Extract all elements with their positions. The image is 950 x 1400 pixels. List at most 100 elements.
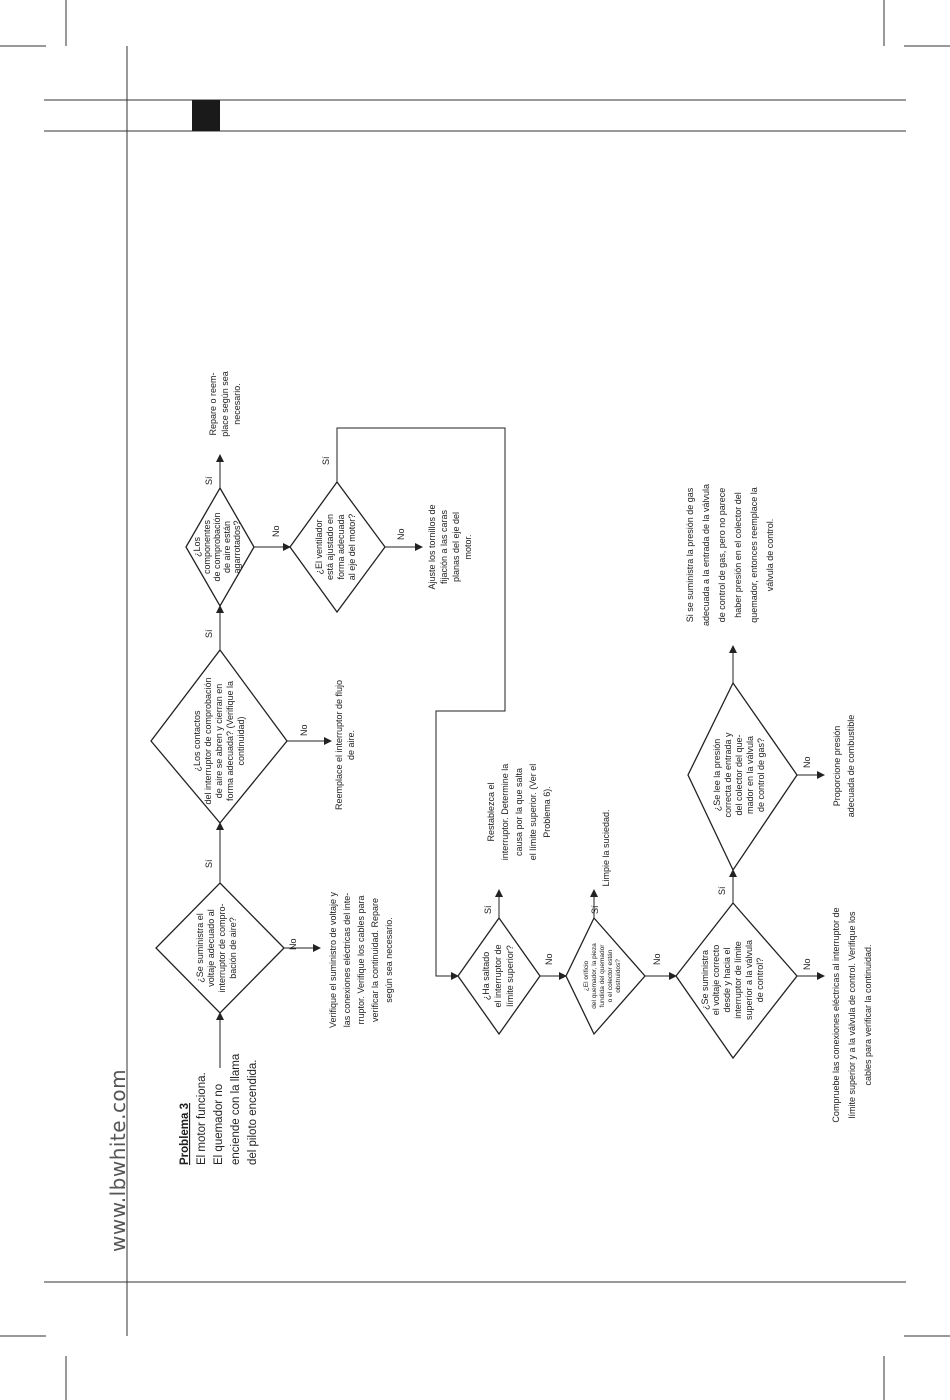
label-no: No bbox=[288, 938, 298, 950]
result-replace-valve-text: Si se suministra la presión de gas adecu… bbox=[685, 484, 775, 626]
node-line: Restablezca el bbox=[486, 782, 496, 841]
node-line: está ajustado en bbox=[325, 514, 335, 580]
node-line: fundida del quemador bbox=[599, 944, 606, 1008]
problem-line: El motor funciona. bbox=[196, 1072, 208, 1165]
decision-q2 bbox=[150, 648, 288, 825]
node-line: Ajuste los tornillos de bbox=[427, 504, 437, 589]
q5-text: ¿Ha saltado el interruptor de límite sup… bbox=[481, 944, 515, 1007]
problem-line: El quemador no bbox=[213, 1084, 225, 1165]
node-line: forma adecuada bbox=[336, 514, 346, 579]
node-line: voltaje adecuado al bbox=[206, 909, 216, 987]
label-no: No bbox=[271, 525, 281, 537]
label-no: No bbox=[802, 756, 812, 768]
node-line: cables para verificar la continuidad. bbox=[863, 944, 873, 1085]
node-line: ¿Se lee la presión bbox=[712, 739, 722, 812]
label-no: No bbox=[299, 724, 309, 736]
label-no: No bbox=[544, 953, 554, 965]
node-line: adecuada de combustible bbox=[846, 715, 856, 818]
node-line: Si se suministra la presión de gas bbox=[685, 487, 695, 622]
node-line: superior a la válvula bbox=[744, 940, 754, 1020]
node-line: haber presión en el colector del bbox=[733, 492, 743, 618]
node-line: planas del eje del bbox=[451, 512, 461, 582]
node-line: verificar la continuidad. Repare bbox=[370, 898, 380, 1022]
website-url: www.lbwhite.com bbox=[106, 1069, 130, 1252]
branch-labels: Sí No Sí No Sí No Sí No Sí No Sí No Sí N… bbox=[204, 456, 812, 970]
q6-text: ¿El orificio del quemador, la pieza fund… bbox=[583, 943, 622, 1009]
arrow-q4-yes bbox=[336, 427, 506, 980]
node-line: de control? bbox=[755, 958, 765, 1003]
node-line: Compruebe las conexiones eléctricas al i… bbox=[831, 907, 841, 1122]
result-supply-pressure-text: Proporcione presión adecuada de combusti… bbox=[832, 715, 856, 818]
node-line: motor. bbox=[463, 534, 473, 559]
connectors bbox=[216, 427, 825, 1068]
node-line: ¿Los contactos bbox=[192, 710, 202, 772]
decision-q7 bbox=[675, 901, 798, 1060]
problem-line: enciende con la llama bbox=[230, 1053, 242, 1165]
decision-q3 bbox=[185, 486, 255, 608]
decision-q1 bbox=[155, 882, 285, 1014]
node-line: mador en la válvula bbox=[745, 736, 755, 814]
result-check-connections-text: Compruebe las conexiones eléctricas al i… bbox=[831, 907, 873, 1122]
result-replace-switch-text: Reemplace el interruptor de flujo de air… bbox=[334, 680, 356, 810]
node-line: del quemador, la pieza bbox=[591, 943, 598, 1009]
node-line: fijación a las caras bbox=[439, 509, 449, 584]
q7-text: ¿Se suministra el voltaje correcto desde… bbox=[700, 940, 765, 1020]
problem-line: del piloto encendida. bbox=[247, 1060, 259, 1166]
q3-text: ¿Los componentes de comprobación de aire… bbox=[192, 512, 242, 581]
node-line: agarrotados? bbox=[232, 520, 242, 573]
node-line: ¿Se suministra bbox=[700, 950, 710, 1010]
node-line: al eje del motor? bbox=[347, 514, 357, 581]
node-line: interruptor. Determine la bbox=[500, 764, 510, 861]
problem-heading: Problema 3 El motor funciona. El quemado… bbox=[179, 1053, 259, 1165]
node-line: de aire están bbox=[222, 521, 232, 573]
node-line: ¿Se suministra el bbox=[195, 913, 205, 983]
label-no: No bbox=[652, 953, 662, 965]
node-line: interruptor de límite bbox=[733, 941, 743, 1019]
decision-q8 bbox=[687, 681, 798, 872]
node-line: desde y hacia el bbox=[722, 947, 732, 1012]
node-line: ¿Ha saltado bbox=[481, 952, 491, 1001]
node-line: correcta de entrada y bbox=[723, 732, 733, 818]
node-line: de aire. bbox=[346, 730, 356, 760]
node-line: necesario. bbox=[232, 383, 242, 425]
node-line: de aire se abren y cierran en bbox=[214, 684, 224, 799]
q4-text: ¿El ventilador está ajustado en forma ad… bbox=[314, 514, 357, 581]
node-line: límite superior? bbox=[505, 945, 515, 1007]
node-line: causa por la que salta bbox=[514, 768, 524, 856]
q1-text: ¿Se suministra el voltaje adecuado al in… bbox=[195, 903, 238, 992]
label-yes: Sí bbox=[483, 905, 493, 914]
node-line: adecuada a la entrada de la válvula bbox=[701, 484, 711, 626]
q8-text: ¿Se lee la presión correcta de entrada y… bbox=[712, 732, 766, 818]
result-adjust-text: Ajuste los tornillos de fijación a las c… bbox=[427, 504, 473, 589]
node-line: de control de gas, pero no parece bbox=[717, 488, 727, 623]
label-no: No bbox=[802, 958, 812, 970]
node-line: interruptor de compro- bbox=[217, 903, 227, 992]
node-line: ¿Los bbox=[192, 536, 202, 557]
node-line: las conexiones eléctricas del inte- bbox=[342, 893, 352, 1028]
result-verify-voltage-text: Verifique el suministro de voltaje y las… bbox=[328, 891, 394, 1028]
node-line: place según sea bbox=[220, 371, 230, 437]
label-yes: Sí bbox=[204, 859, 214, 868]
result-reset-text: Restablezca el interruptor. Determine la… bbox=[486, 764, 552, 861]
node-line: Reemplace el interruptor de flujo bbox=[334, 680, 344, 810]
label-yes: Sí bbox=[204, 476, 214, 485]
node-line: Proporcione presión bbox=[832, 726, 842, 807]
node-line: válvula de control. bbox=[765, 519, 775, 592]
result-repair-text: Repare o reem- place según sea necesario… bbox=[208, 371, 242, 437]
node-line: el voltaje correcto bbox=[711, 945, 721, 1016]
result-clean-text: Limpie la suciedad. bbox=[601, 809, 611, 886]
node-line: bación de aire? bbox=[228, 917, 238, 979]
node-line: del interruptor de comprobación bbox=[203, 677, 213, 804]
node-line: Problema 6). bbox=[542, 786, 552, 838]
node-line: obstruidos? bbox=[615, 959, 622, 993]
node-line: el límite superior. (Ver el bbox=[528, 764, 538, 861]
node-line: componentes bbox=[202, 519, 212, 574]
section-tab bbox=[192, 100, 220, 131]
label-no: No bbox=[396, 528, 406, 540]
q2-text: ¿Los contactos del interruptor de compro… bbox=[192, 677, 246, 804]
label-yes: Sí bbox=[321, 456, 331, 465]
node-line: según sea necesario. bbox=[384, 917, 394, 1003]
node-line: del colector del que- bbox=[734, 734, 744, 815]
